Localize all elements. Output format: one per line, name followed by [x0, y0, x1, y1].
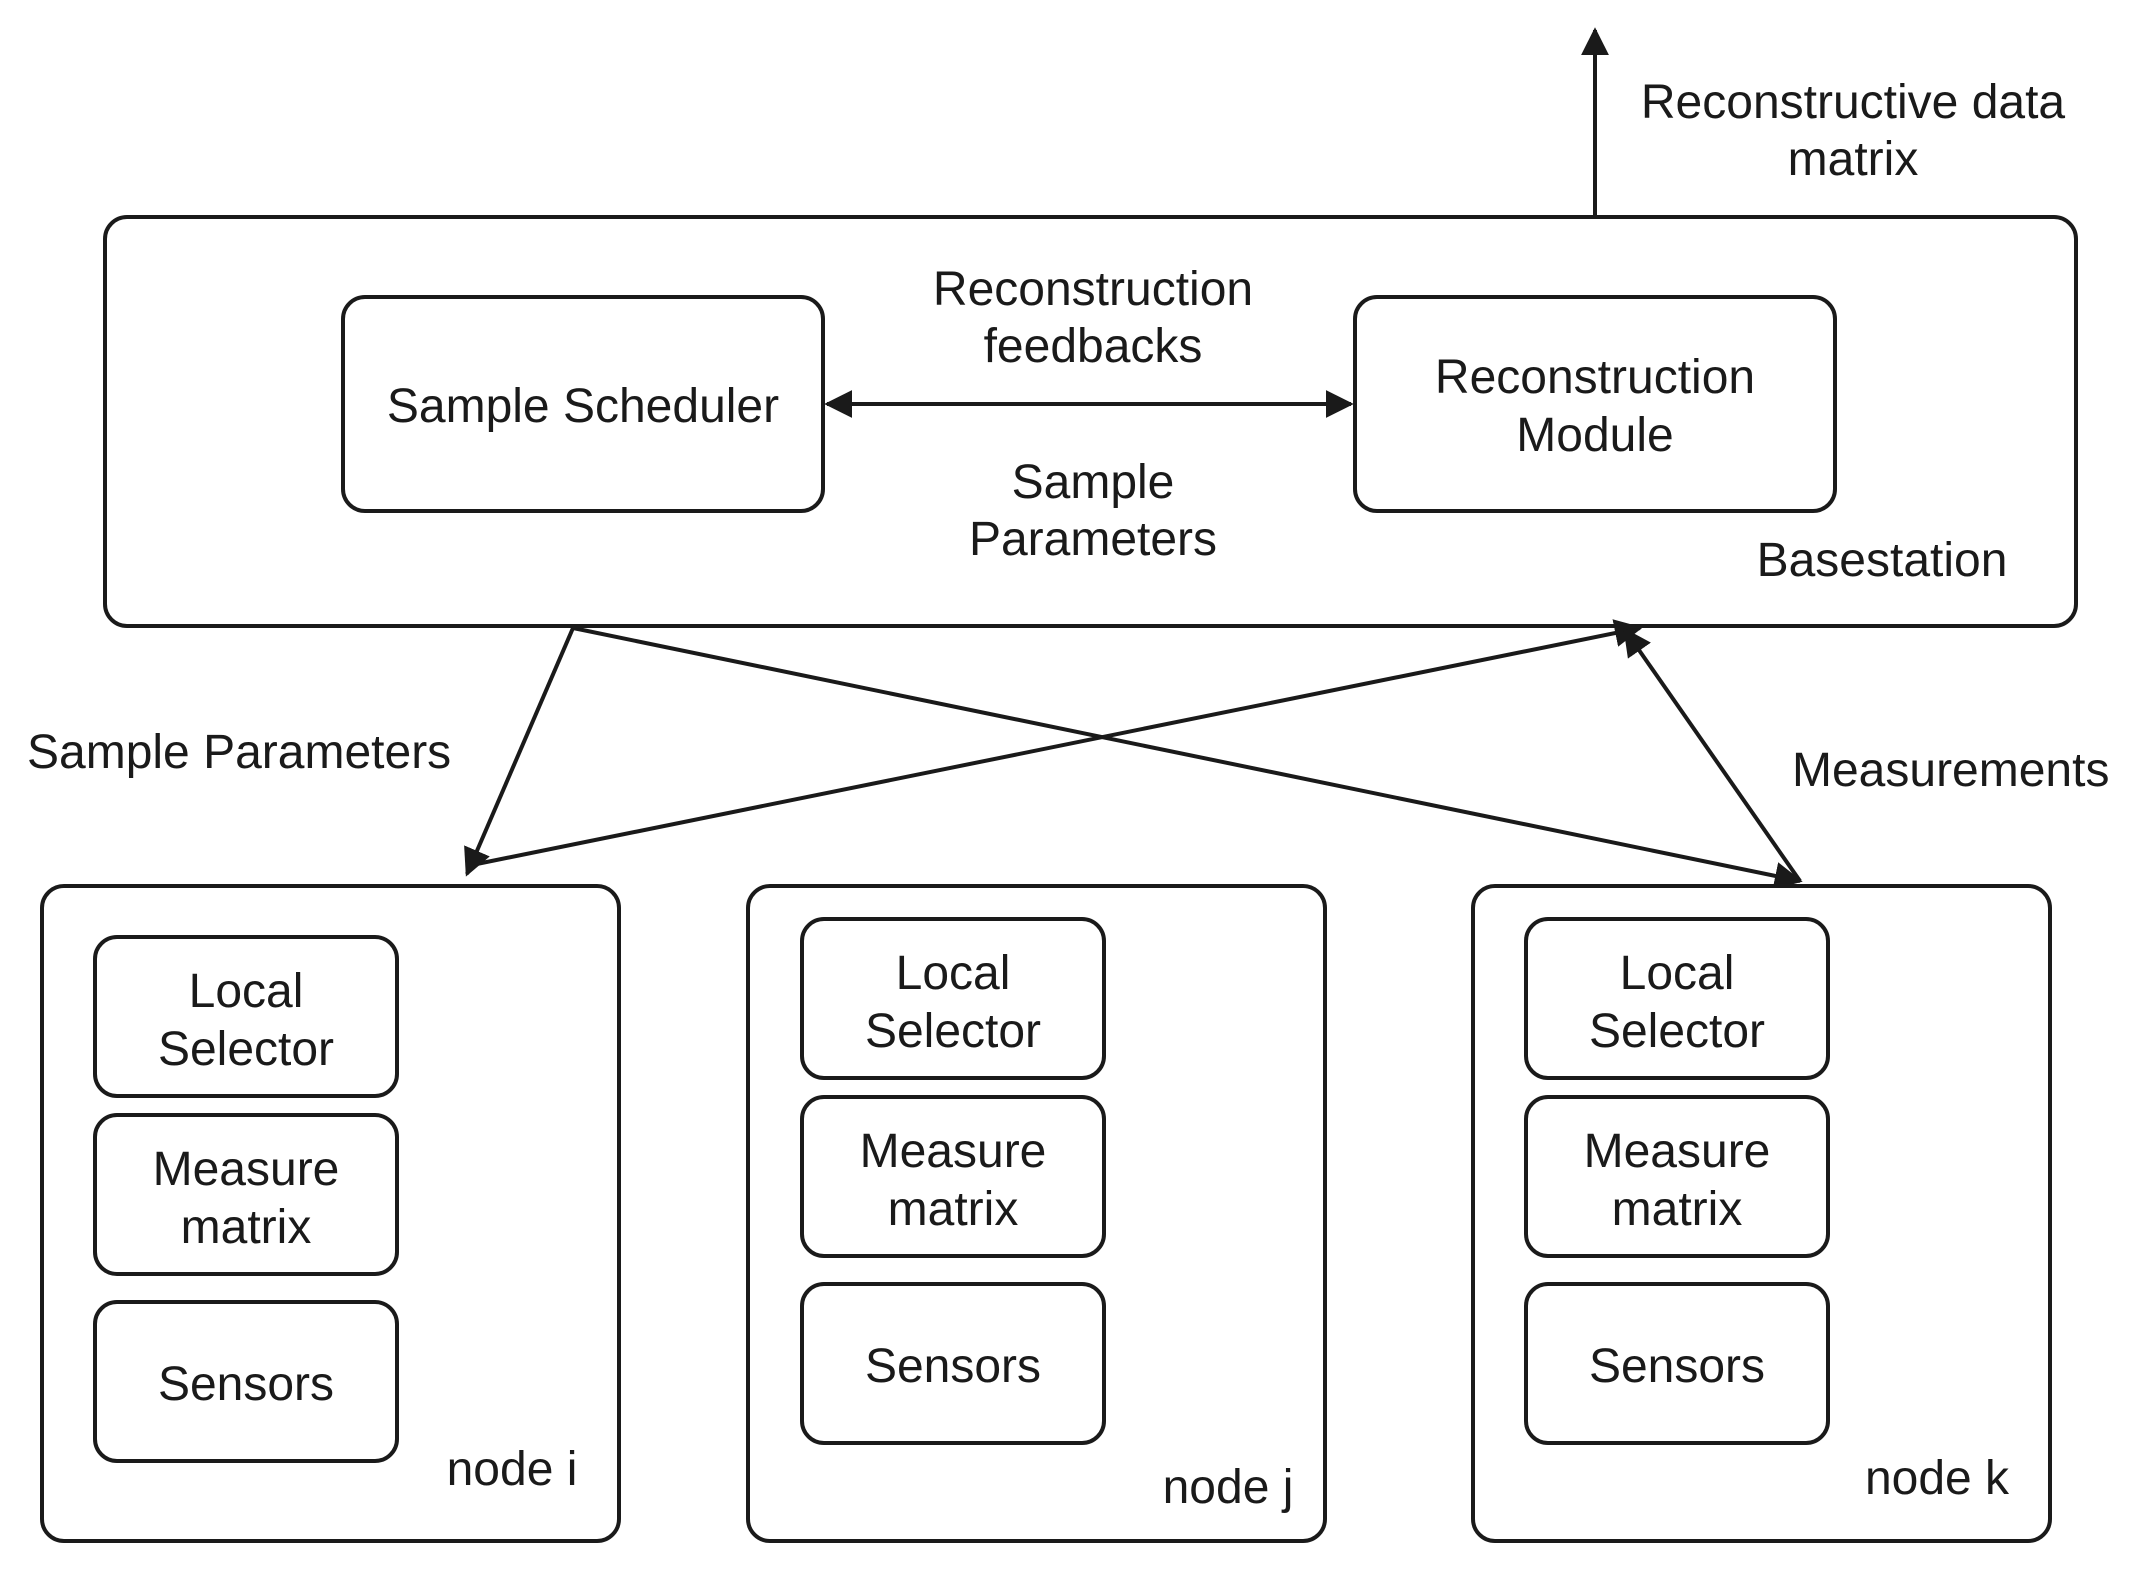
node-k-box: Local Selector Measure matrix Sensors no…	[1471, 884, 2052, 1543]
sensors-box: Sensors	[800, 1282, 1106, 1445]
sample-parameters-label: Sample Parameters	[27, 726, 451, 779]
output-label-line2: matrix	[1788, 133, 1919, 186]
local-selector-line2: Selector	[1589, 1005, 1765, 1058]
measure-matrix-line1: Measure	[153, 1143, 340, 1196]
sample-parameters-arrow-node-i	[464, 627, 575, 877]
measure-matrix-line2: matrix	[181, 1201, 312, 1254]
measurements-arrow-node-k	[1623, 627, 1802, 883]
local-selector-line2: Selector	[158, 1023, 334, 1076]
local-selector-box: Local Selector	[93, 935, 399, 1098]
node-i-box: Local Selector Measure matrix Sensors no…	[40, 884, 621, 1543]
basestation-label: Basestation	[1757, 534, 2008, 587]
node-j-box: Local Selector Measure matrix Sensors no…	[746, 884, 1327, 1543]
reconstruction-module-line1: Reconstruction	[1435, 351, 1755, 404]
reconstruction-module-line2: Module	[1516, 409, 1673, 462]
local-selector-line1: Local	[189, 965, 304, 1018]
feedback-label-line1: Reconstruction	[933, 263, 1253, 316]
measure-matrix-box: Measure matrix	[1524, 1095, 1830, 1258]
measure-matrix-box: Measure matrix	[93, 1113, 399, 1276]
local-selector-line2: Selector	[865, 1005, 1041, 1058]
measure-matrix-line1: Measure	[860, 1125, 1047, 1178]
output-label-line1: Reconstructive data	[1641, 76, 2066, 129]
node-j-label: node j	[1163, 1461, 1294, 1514]
feedback-label-line2: feedbacks	[984, 320, 1203, 373]
sample-scheduler-box: Sample Scheduler	[341, 295, 825, 513]
sensors-box: Sensors	[93, 1300, 399, 1463]
reconstruction-module-box: Reconstruction Module	[1353, 295, 1837, 513]
measurements-label: Measurements	[1792, 744, 2109, 797]
measure-matrix-line2: matrix	[1612, 1183, 1743, 1236]
parameters-label-line2: Parameters	[969, 513, 1217, 566]
measurements-arrow-node-i	[466, 619, 1643, 868]
local-selector-box: Local Selector	[800, 917, 1106, 1080]
measure-matrix-box: Measure matrix	[800, 1095, 1106, 1258]
local-selector-box: Local Selector	[1524, 917, 1830, 1080]
node-i-label: node i	[447, 1443, 578, 1496]
local-selector-line1: Local	[1620, 947, 1735, 1000]
sensors-box: Sensors	[1524, 1282, 1830, 1445]
sensors-label: Sensors	[865, 1340, 1041, 1393]
measure-matrix-line1: Measure	[1584, 1125, 1771, 1178]
local-selector-line1: Local	[896, 947, 1011, 1000]
measure-matrix-line2: matrix	[888, 1183, 1019, 1236]
node-k-label: node k	[1865, 1452, 2010, 1505]
parameters-label-line1: Sample	[1012, 456, 1175, 509]
sample-scheduler-label: Sample Scheduler	[387, 380, 779, 433]
sample-parameters-arrow-node-k	[572, 626, 1803, 890]
sensors-label: Sensors	[158, 1358, 334, 1411]
sensors-label: Sensors	[1589, 1340, 1765, 1393]
